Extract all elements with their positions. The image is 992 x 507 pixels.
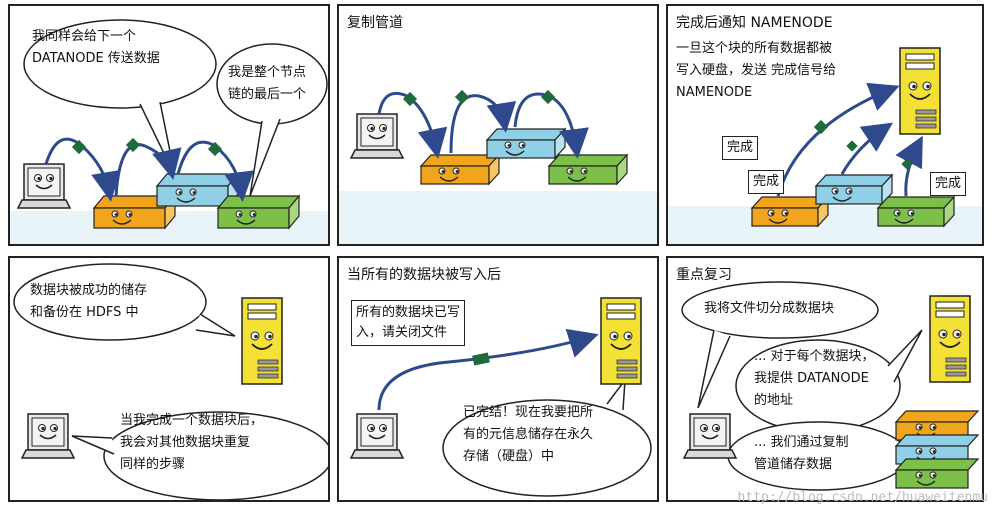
bubble-line: 我是整个节点 — [228, 65, 307, 80]
data-packet-icon — [540, 89, 556, 105]
panel-1-illustration — [10, 19, 328, 244]
panel-5-illustration — [350, 297, 652, 497]
data-packet-icon — [402, 91, 418, 107]
panel-4-illustration — [13, 263, 328, 500]
client-laptop-icon — [21, 413, 75, 459]
client-laptop-icon — [350, 413, 404, 459]
bubble-line: 我同样会给下一个 — [32, 29, 137, 44]
bubble-line: 当我完成一个数据块后， — [120, 413, 264, 428]
panel-3-illustration — [668, 47, 982, 244]
client-laptop-icon — [350, 113, 404, 159]
datanode-green-icon — [876, 195, 956, 228]
speech-bubble-split: 我将文件切分成数据块 — [704, 298, 834, 320]
panel-3-narration: 一旦这个块的所有数据都被 写入硬盘，发送 完成信号给 NAMENODE — [676, 38, 836, 104]
bubble-line: 管道储存数据 — [754, 457, 833, 472]
panel-replication-pipeline: 复制管道 — [337, 4, 659, 246]
message-line: 所有的数据块已写 — [356, 305, 461, 320]
panel-title: 重点复习 — [676, 267, 732, 283]
datanode-blue-icon — [814, 173, 894, 206]
panel-close-file: 当所有的数据块被写入后 所有的数据块已写 入，请关闭文件 已完结！现在我要把所 … — [337, 256, 659, 502]
namenode-server-icon — [241, 297, 283, 385]
message-line: 入，请关闭文件 — [356, 325, 448, 340]
speech-bubble-forward: 我同样会给下一个 DATANODE 传送数据 — [32, 26, 160, 70]
watermark: http://blog.csdn.net/huaweitenmu — [737, 490, 988, 505]
datanode-blue-icon — [485, 127, 567, 160]
speech-bubble-repeat: 当我完成一个数据块后， 我会对其他数据块重复 同样的步骤 — [120, 410, 263, 476]
narration-line: 写入硬盘，发送 完成信号给 — [676, 63, 837, 78]
done-label: 完成 — [748, 170, 785, 194]
namenode-server-icon — [929, 295, 971, 383]
bubble-line: 数据块被成功的储存 — [30, 283, 148, 298]
narration-line: NAMENODE — [676, 85, 753, 100]
panel-review: 重点复习 我将文件切分成数据块 ... 对于每个数据块， 我提供 DATANOD… — [666, 256, 984, 502]
panel-2-illustration — [339, 89, 657, 244]
bubble-line: 和备份在 HDFS 中 — [30, 305, 139, 320]
bubble-line: 已完结！现在我要把所 — [463, 405, 594, 420]
panel-title: 复制管道 — [347, 15, 403, 31]
datanode-green-icon — [216, 194, 301, 230]
datanode-green-icon — [894, 458, 980, 489]
speech-bubble-pipeline: ... 我们通过复制 管道储存数据 — [754, 432, 849, 476]
panel-stored-in-hdfs: 数据块被成功的储存 和备份在 HDFS 中 当我完成一个数据块后， 我会对其他数… — [8, 256, 330, 502]
data-packet-icon — [846, 140, 858, 152]
panel-6-illustration — [681, 281, 980, 491]
panel-title: 当所有的数据块被写入后 — [347, 267, 501, 283]
namenode-server-icon — [600, 297, 642, 385]
datanode-green-icon — [547, 153, 629, 186]
bubble-line: 同样的步骤 — [120, 457, 186, 472]
bubble-line: 存储（硬盘）中 — [463, 449, 555, 464]
bubble-line: 我提供 DATANODE — [754, 371, 869, 386]
datanode-orange-icon — [750, 195, 830, 228]
data-packet-icon — [207, 141, 223, 157]
bubble-line: DATANODE 传送数据 — [32, 51, 160, 66]
speech-bubble-metadata: 已完结！现在我要把所 有的元信息储存在永久 存储（硬盘）中 — [463, 402, 593, 468]
data-packet-icon — [813, 119, 829, 135]
panel-title: 完成后通知 NAMENODE — [676, 15, 833, 31]
client-laptop-icon — [683, 413, 737, 459]
done-label: 完成 — [930, 172, 967, 196]
bubble-line: 的地址 — [754, 393, 794, 408]
close-file-message: 所有的数据块已写 入，请关闭文件 — [351, 300, 466, 346]
bubble-line: 有的元信息储存在永久 — [463, 427, 594, 442]
bubble-line: ... 对于每个数据块， — [754, 349, 875, 364]
narration-line: 一旦这个块的所有数据都被 — [676, 41, 833, 56]
speech-bubble-addresses: ... 对于每个数据块， 我提供 DATANODE 的地址 — [754, 346, 875, 412]
bubble-line: 链的最后一个 — [228, 87, 307, 102]
bubble-line: ... 我们通过复制 — [754, 435, 849, 450]
speech-bubble-stored: 数据块被成功的储存 和备份在 HDFS 中 — [30, 280, 147, 324]
bubble-line: 我将文件切分成数据块 — [704, 301, 835, 316]
client-laptop-icon — [17, 163, 71, 209]
panel-write-to-datanodes: 我同样会给下一个 DATANODE 传送数据 我是整个节点 链的最后一个 — [8, 4, 330, 246]
bubble-line: 我会对其他数据块重复 — [120, 435, 251, 450]
datanode-orange-icon — [419, 153, 501, 186]
speech-bubble-last-node: 我是整个节点 链的最后一个 — [228, 62, 306, 106]
data-packet-icon — [901, 158, 913, 170]
data-packet-icon — [454, 89, 470, 105]
namenode-server-icon — [899, 47, 941, 135]
panel-notify-namenode: 完成后通知 NAMENODE 一旦这个块的所有数据都被 写入硬盘，发送 完成信号… — [666, 4, 984, 246]
done-label: 完成 — [722, 136, 759, 160]
data-packet-icon — [472, 352, 490, 366]
